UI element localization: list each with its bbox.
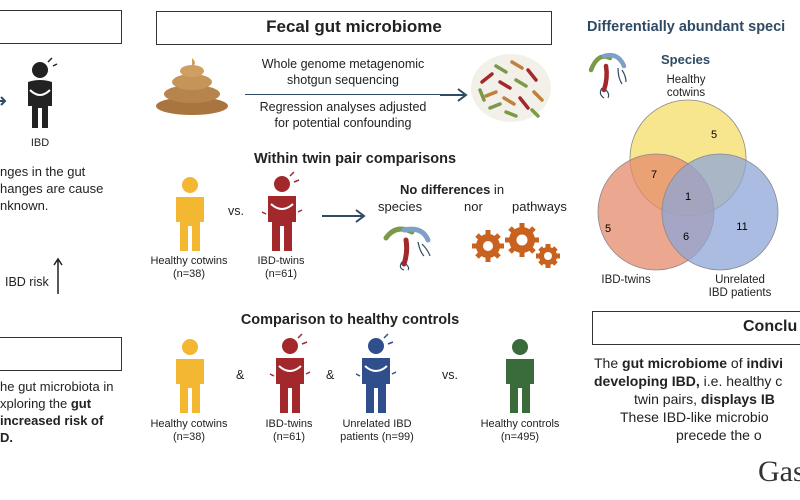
ibd-person-icon xyxy=(28,57,58,128)
within-arrow-icon xyxy=(322,209,366,223)
nor-word: nor xyxy=(464,199,483,214)
venn-ibd-unrelated: 6 xyxy=(683,231,689,243)
comp-controls-label: Healthy controls (n=495) xyxy=(480,418,560,443)
unrelated-ibd-figure xyxy=(355,333,397,413)
aim-line-3: increased risk of xyxy=(0,413,104,428)
seq-line-2: shotgun sequencing xyxy=(287,73,399,87)
sequencing-text: Whole genome metagenomic shotgun sequenc… xyxy=(240,56,446,88)
vs-label-2: vs. xyxy=(442,368,458,382)
ibd-twin-figure-1 xyxy=(261,171,303,251)
within-healthy-label: Healthy cotwins (n=38) xyxy=(150,255,228,280)
species-word: species xyxy=(378,199,423,214)
ibd-risk-label: IBD risk xyxy=(5,275,49,289)
conclusion-box: Conclu xyxy=(592,311,800,345)
venn-healthy-only: 5 xyxy=(711,129,717,141)
reg-line-1: Regression analyses adjusted xyxy=(259,100,427,114)
seq-line-1: Whole genome metagenomic xyxy=(261,57,425,71)
comparison-title: Comparison to healthy controls xyxy=(240,312,460,328)
conc-line-2: developing IBD, i.e. healthy c xyxy=(594,373,783,389)
changes-line-3: nknown. xyxy=(0,198,49,213)
aim-line-2: xploring the gut xyxy=(0,396,92,411)
pathways-word: pathways xyxy=(512,199,567,214)
conclusion-text: The gut microbiome of indivi developing … xyxy=(588,354,800,444)
bacteria-cluster-icon xyxy=(471,54,551,122)
conc-line-3: twin pairs, displays IB xyxy=(634,391,775,407)
bacteria-species-icon xyxy=(383,226,431,271)
pathway-gears-icon xyxy=(472,223,560,268)
healthy-cotwin-figure-2 xyxy=(176,339,204,413)
left-aim-box xyxy=(0,337,122,371)
left-title-box xyxy=(0,10,122,44)
healthy-control-figure xyxy=(506,339,534,413)
regression-text: Regression analyses adjusted for potenti… xyxy=(240,99,446,131)
right-title: Differentially abundant speci xyxy=(587,19,786,35)
aim-text: he gut microbiota in xploring the gut in… xyxy=(0,378,130,446)
conc-line-4: These IBD-like microbio xyxy=(620,409,769,425)
conc-line-5: precede the o xyxy=(676,427,762,443)
vs-label-1: vs. xyxy=(228,204,244,218)
venn-ibd-only: 5 xyxy=(605,223,611,235)
aim-line-1: he gut microbiota in xyxy=(0,379,114,394)
venn-unrelated-only: 11 xyxy=(736,221,747,233)
ampersand-1: & xyxy=(236,368,245,382)
center-title-box: Fecal gut microbiome xyxy=(156,11,552,45)
arrow-up-icon xyxy=(53,257,63,294)
no-differences-text: No differences in xyxy=(400,182,505,197)
ibd-twin-figure-2 xyxy=(269,333,311,413)
arrow-right-small-icon xyxy=(0,96,7,106)
species-icon xyxy=(588,52,627,99)
venn-circle-unrelated xyxy=(661,153,779,271)
reg-line-2: for potential confounding xyxy=(274,116,412,130)
aim-line-4: D. xyxy=(0,430,13,445)
ampersand-2: & xyxy=(326,368,335,382)
stool-icon xyxy=(156,58,228,115)
pipeline-arrow-icon xyxy=(440,88,468,102)
changes-line-2: hanges are cause xyxy=(0,181,104,196)
venn-healthy-ibd: 7 xyxy=(651,169,657,181)
venn-all: 1 xyxy=(685,191,691,203)
species-label: Species xyxy=(661,52,711,67)
conclusion-title: Conclu xyxy=(743,318,798,335)
changes-line-1: nges in the gut xyxy=(0,164,86,179)
healthy-cotwin-figure-1 xyxy=(176,177,204,251)
journal-logo-text: Gas xyxy=(758,455,800,488)
venn-diagram: 5 7 1 5 6 11 xyxy=(597,99,779,271)
conc-line-1: The gut microbiome of indivi xyxy=(594,355,784,371)
within-ibd-label: IBD-twins (n=61) xyxy=(257,255,305,280)
within-twin-title: Within twin pair comparisons xyxy=(253,151,457,167)
venn-healthy-label: Healthy cotwins xyxy=(666,74,706,99)
venn-unrelated-label: Unrelated IBD patients xyxy=(708,274,772,299)
comp-unrelated-label: Unrelated IBD patients (n=99) xyxy=(340,418,414,443)
comp-healthy-label: Healthy cotwins (n=38) xyxy=(150,418,228,443)
ibd-label: IBD xyxy=(30,137,50,149)
comp-ibd-label: IBD-twins (n=61) xyxy=(265,418,313,443)
venn-ibd-twins-label: IBD-twins xyxy=(601,274,651,286)
changes-text: nges in the gut hanges are cause nknown. xyxy=(0,163,130,214)
pipeline-divider xyxy=(245,94,448,95)
